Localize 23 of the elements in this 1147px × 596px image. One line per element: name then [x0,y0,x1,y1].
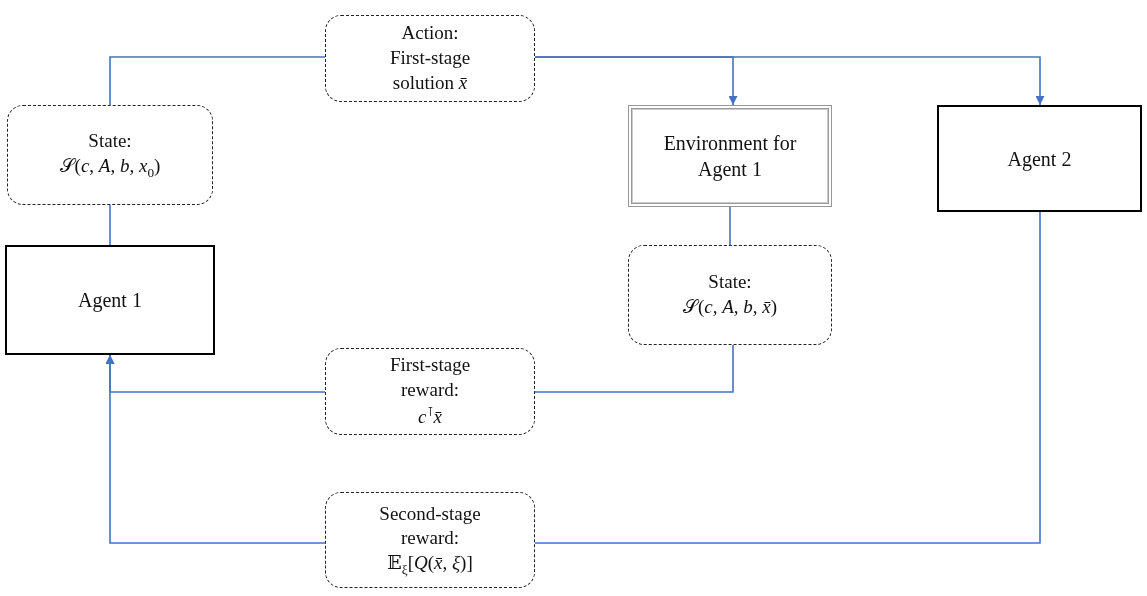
node-text: State: [88,129,132,154]
node-text: Agent 2 [1007,146,1072,172]
info-box [325,348,535,435]
node-text: First-stage reward: [388,353,472,402]
agent-box [5,245,215,355]
connector-arrow [105,354,326,544]
info-box [628,245,832,345]
node-text: State: [708,270,752,295]
node-text: Environment for Agent 1 [662,131,798,182]
connector-arrow [534,56,1045,106]
node-text: Agent 1 [78,288,142,313]
environment-box [628,105,832,207]
node-text: First-stage solution x̄ [388,46,472,95]
node-text: Second-stage reward: [378,501,482,551]
agent-box [937,105,1142,212]
node-text: c$^{⊺}$x̄ [418,402,442,429]
node-text: 𝔼$_{ξ}$[Q(x̄, ξ)] [387,551,473,579]
node-text: 𝒮(c, A, b, x̄) [682,295,778,319]
node-text: Action: [401,21,459,46]
info-box [325,15,535,102]
node-text: 𝒮(c, A, b, x$_{0}$) [59,153,161,181]
info-box [7,105,213,205]
info-box [325,492,535,588]
